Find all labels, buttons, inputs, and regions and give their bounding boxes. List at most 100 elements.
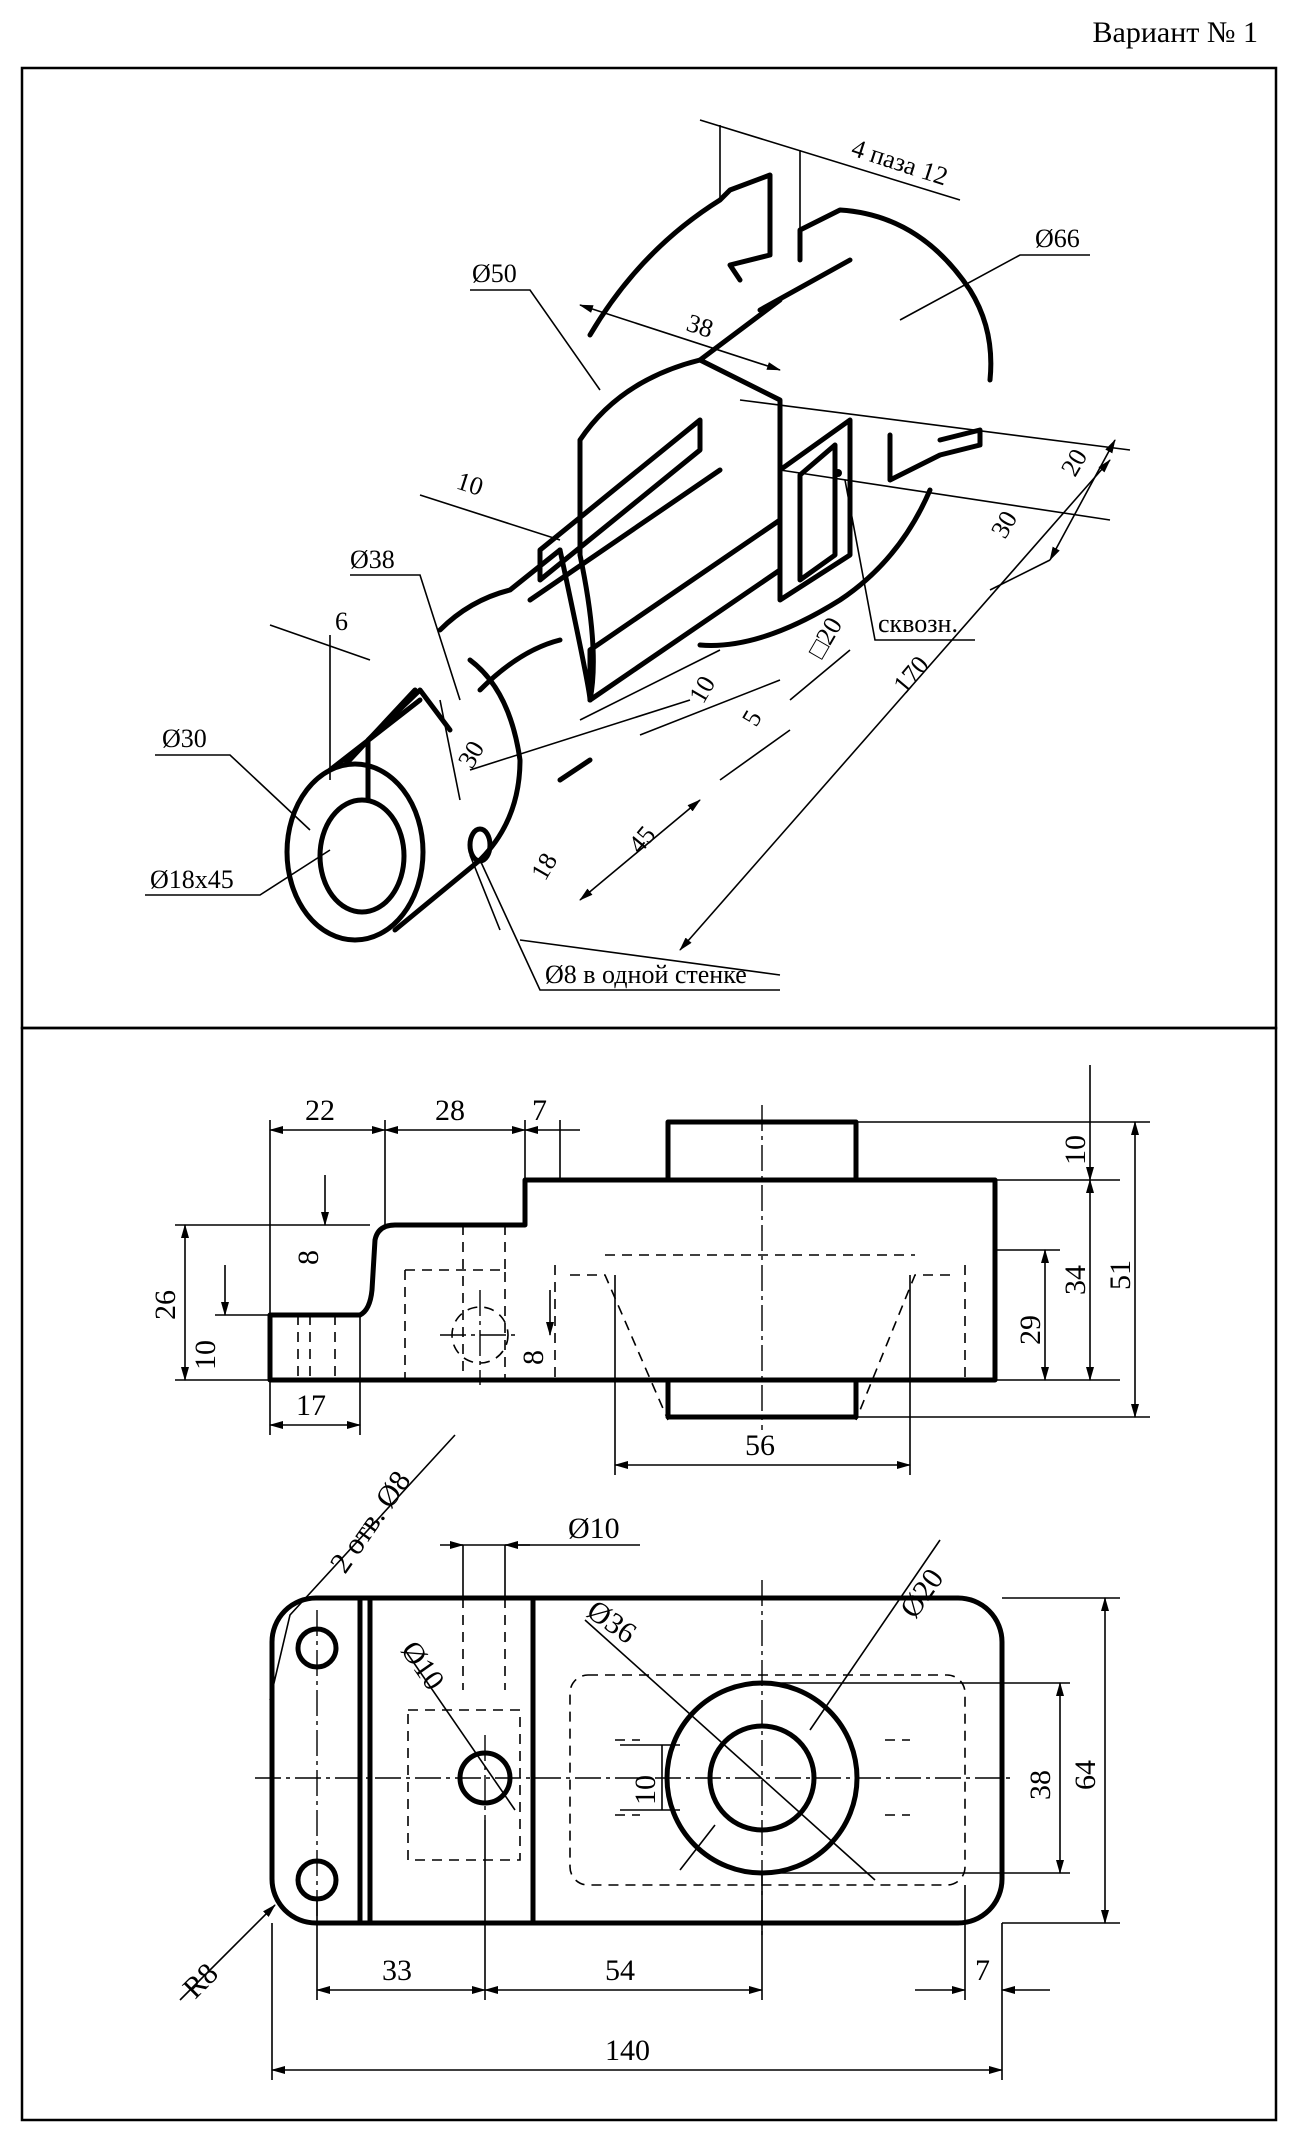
label-8a: 8 <box>292 1250 325 1265</box>
shaft-end-outer <box>284 761 426 943</box>
label-hole8: Ø8 в одной стенке <box>545 960 747 989</box>
label-d36: Ø36 <box>581 1594 642 1651</box>
top-steps <box>357 1595 536 1926</box>
hidden-hole <box>462 1225 506 1380</box>
label-26: 26 <box>149 1290 182 1320</box>
label-d20: Ø20 <box>894 1563 951 1624</box>
label-33: 33 <box>382 1954 412 1987</box>
large-cylinder-front <box>577 552 596 703</box>
label-7-top: 7 <box>975 1954 990 1987</box>
dim-slots <box>699 119 961 240</box>
label-34: 34 <box>1059 1265 1092 1295</box>
label-8b: 8 <box>517 1350 550 1365</box>
label-d38: Ø38 <box>350 545 395 574</box>
label-170: 170 <box>887 650 934 699</box>
label-56: 56 <box>745 1429 775 1462</box>
label-51: 51 <box>1104 1260 1137 1290</box>
hole-center-dot <box>834 469 842 477</box>
dim-30 <box>439 699 691 801</box>
label-7: 7 <box>532 1094 547 1127</box>
label-10b: 10 <box>683 671 721 708</box>
leader-d30 <box>155 754 311 831</box>
label-64: 64 <box>1069 1760 1102 1790</box>
label-22: 22 <box>305 1094 335 1127</box>
leader-r8 <box>179 1904 276 2001</box>
flat-top <box>537 417 703 583</box>
dim-5 <box>719 729 791 781</box>
top-right-ext <box>762 1597 1120 1924</box>
label-28: 28 <box>435 1094 465 1127</box>
hidden-left-pocket <box>407 1709 521 1861</box>
label-5: 5 <box>736 705 768 731</box>
label-20: 20 <box>1055 444 1093 481</box>
label-d10-side: Ø10 <box>394 1635 451 1696</box>
dim-10a <box>419 494 561 541</box>
label-holes: 2 отв. Ø8 <box>324 1465 418 1579</box>
dim-slot-10 <box>620 1744 680 1811</box>
variant-title: Вариант № 1 <box>1093 16 1258 49</box>
flange-top-left <box>587 172 773 338</box>
shaft-body-lines <box>327 687 483 933</box>
dim-38 <box>579 304 781 371</box>
label-17: 17 <box>296 1389 326 1422</box>
label-10a: 10 <box>453 466 487 502</box>
label-d30: Ø30 <box>162 724 207 753</box>
label-10b: 10 <box>189 1340 222 1370</box>
shaft-end-bore <box>317 797 407 915</box>
top-view: 2 отв. Ø8 Ø10 Ø20 Ø36 Ø10 10 38 64 R8 33… <box>177 1434 1120 2080</box>
dim-45 <box>579 799 701 901</box>
label-slot-10: 10 <box>629 1775 662 1805</box>
shaft-slot <box>365 687 453 803</box>
label-29: 29 <box>1014 1315 1047 1345</box>
dim-18 <box>469 854 781 976</box>
front-ext-lines <box>269 1120 561 1435</box>
label-10: 10 <box>1059 1135 1092 1165</box>
leader-holes <box>269 1434 456 1701</box>
leader-d38 <box>350 574 461 701</box>
dim-d10-top <box>455 1544 640 1600</box>
hidden-sides <box>554 1265 966 1380</box>
hidden-lug-holes <box>297 1315 336 1380</box>
leader-d20 <box>679 1539 941 1871</box>
hidden-cone <box>570 1274 950 1421</box>
isometric-view: 4 паза 12 Ø66 Ø50 38 10 Ø38 6 Ø30 30 Ø18… <box>145 119 1131 991</box>
label-d10-top: Ø10 <box>568 1512 620 1545</box>
leader-hole8 <box>479 859 780 991</box>
front-outline <box>267 1177 998 1383</box>
flange-inner-edges <box>697 257 853 363</box>
label-140: 140 <box>605 2034 650 2067</box>
label-18: 18 <box>525 848 563 885</box>
label-30: 30 <box>452 736 490 773</box>
label-30b: 30 <box>985 506 1023 543</box>
square-hole-inner <box>797 442 838 583</box>
label-slots: 4 паза 12 <box>848 133 951 191</box>
label-6: 6 <box>335 607 348 636</box>
label-d66: Ø66 <box>1035 224 1080 253</box>
top-outline <box>269 1595 1005 1926</box>
dim-6 <box>269 624 371 780</box>
front-centerlines <box>440 1105 763 1430</box>
flange-slot-right <box>887 427 983 483</box>
dim-56-ext <box>614 1275 911 1475</box>
front-right-ext <box>856 1121 1150 1418</box>
flange-top-right <box>797 207 994 383</box>
hidden-cavity <box>569 1674 966 1886</box>
label-through: сквозн. <box>878 609 958 638</box>
label-d50: Ø50 <box>472 259 517 288</box>
top-centerlines <box>255 1580 1010 1940</box>
leader-d66 <box>899 254 1090 321</box>
hidden-pocket <box>404 1269 506 1380</box>
small-hole <box>467 826 493 864</box>
label-r8: R8 <box>177 1957 225 2005</box>
leader-d18x45 <box>145 849 331 896</box>
top-bottom-ext <box>271 1820 1003 2080</box>
orthographic-frame <box>20 1026 1278 2122</box>
leader-d50 <box>470 289 601 391</box>
label-45: 45 <box>622 820 661 859</box>
hidden-hole-10 <box>462 1598 506 1690</box>
front-view: 22 28 7 10 51 34 29 26 10 8 8 17 56 <box>149 1065 1150 1475</box>
leader-d10-side <box>404 1649 516 1811</box>
label-54: 54 <box>605 1954 635 1987</box>
label-38: 38 <box>683 308 717 344</box>
